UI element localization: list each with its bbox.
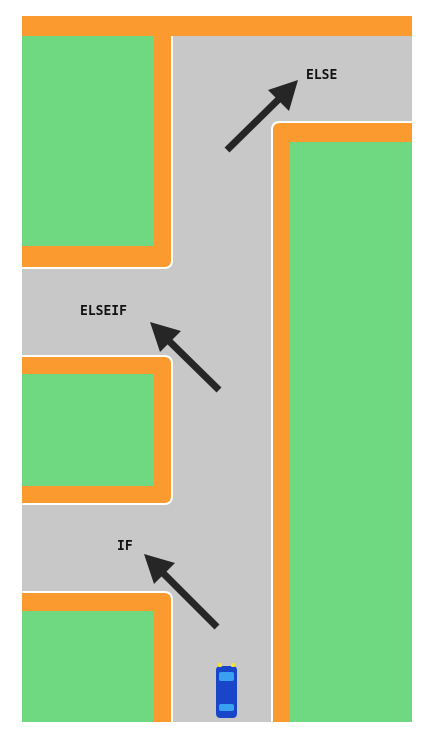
label-if: IF (117, 539, 133, 554)
headlight-right (231, 663, 235, 667)
middle-left-block (22, 355, 173, 505)
top-curb (22, 16, 412, 36)
right-block (271, 121, 412, 722)
label-else: ELSE (306, 68, 337, 83)
arrow-if (144, 554, 220, 630)
player-car-icon[interactable] (216, 663, 237, 718)
label-elseif: ELSEIF (80, 304, 127, 319)
arrow-else (224, 80, 298, 153)
arrow-elseif (150, 322, 222, 393)
bottom-left-block (22, 591, 173, 722)
top-left-block (22, 36, 173, 269)
headlight-left (218, 663, 222, 667)
